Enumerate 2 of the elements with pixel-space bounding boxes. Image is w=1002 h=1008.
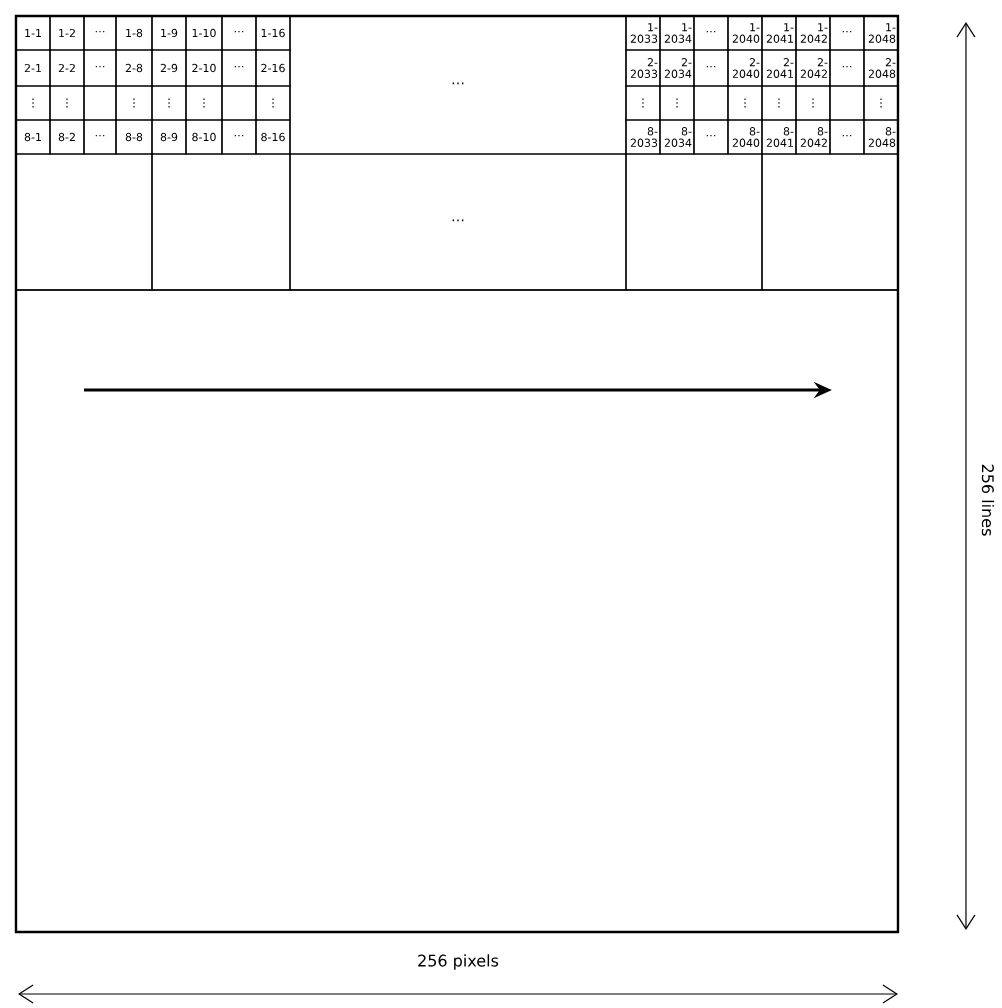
dimension-label: 256 pixels <box>418 954 499 970</box>
dimension-label: 256 lines <box>981 464 995 536</box>
